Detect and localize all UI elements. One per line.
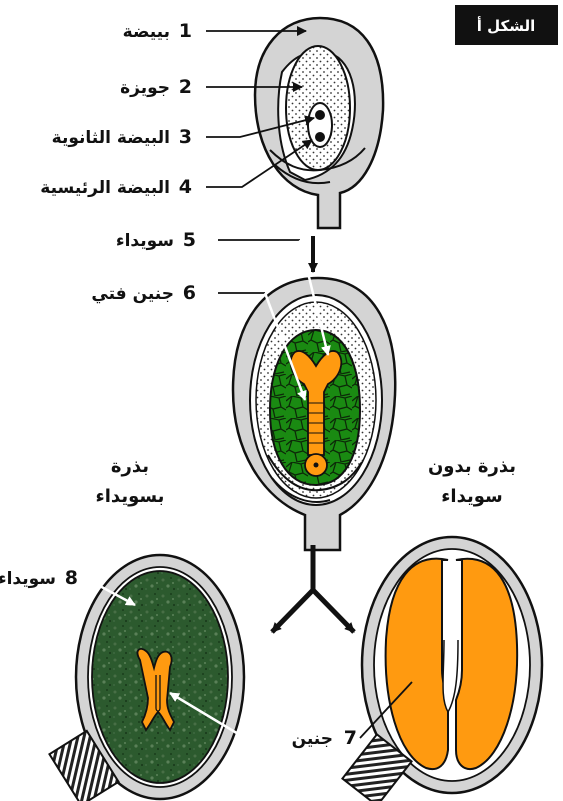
svg-text:بسويداء: بسويداء (96, 486, 165, 507)
label-8: 8 سويداء (0, 567, 78, 589)
seed-with-endosperm-drawing (49, 555, 244, 801)
svg-text:جويزة: جويزة (120, 78, 170, 98)
svg-text:بذرة: بذرة (111, 456, 149, 477)
figure-label: الشكل أ (477, 16, 536, 35)
label-7: 7 جنين (292, 727, 357, 749)
label-1: 1 بييضة (123, 20, 192, 42)
label-6: 6 جنين فتي (91, 282, 196, 304)
svg-text:سويداء: سويداء (441, 486, 503, 507)
svg-text:بذرة بدون: بذرة بدون (428, 456, 516, 477)
svg-text:8: 8 (65, 567, 78, 589)
label-3: 3 البيضة الثانوية (52, 126, 192, 148)
heading-seed-with-endosperm: بذرة بسويداء (96, 456, 165, 507)
young-seed-drawing (233, 278, 395, 550)
svg-text:سويداء: سويداء (116, 231, 174, 251)
svg-text:سويداء: سويداء (0, 569, 56, 589)
svg-text:البيضة الثانوية: البيضة الثانوية (52, 128, 170, 148)
svg-text:1: 1 (179, 20, 192, 42)
svg-text:3: 3 (179, 126, 192, 148)
svg-text:البيضة الرئيسية: البيضة الرئيسية (40, 178, 170, 198)
label-4: 4 البيضة الرئيسية (40, 176, 192, 198)
svg-text:4: 4 (179, 176, 192, 198)
label-2: 2 جويزة (120, 76, 192, 98)
svg-text:2: 2 (179, 76, 192, 98)
svg-text:جنين: جنين (292, 729, 333, 749)
heading-seed-without-endosperm: بذرة بدون سويداء (428, 456, 516, 507)
svg-text:5: 5 (183, 229, 196, 251)
svg-text:بييضة: بييضة (123, 22, 170, 42)
label-5: 5 سويداء (116, 229, 196, 251)
svg-text:7: 7 (344, 727, 357, 749)
svg-text:جنين فتي: جنين فتي (91, 284, 174, 304)
branch-arrows (272, 545, 354, 632)
svg-text:6: 6 (183, 282, 196, 304)
ovule-drawing (255, 18, 383, 228)
seed-without-endosperm-drawing (342, 537, 542, 801)
